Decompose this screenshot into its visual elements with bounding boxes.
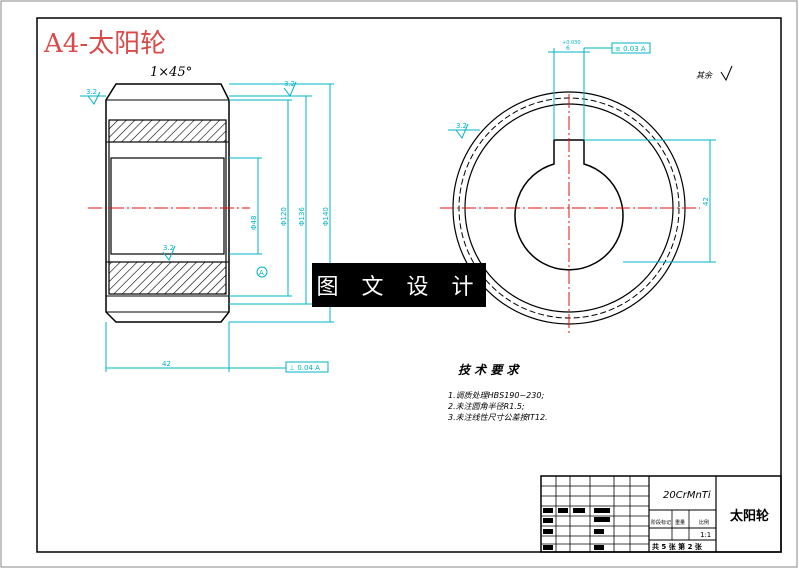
keyway-width-label: 6 xyxy=(566,45,570,52)
tech-req-item-3: 3.未注线性尺寸公差按IT12. xyxy=(448,413,548,422)
svg-text:3.2: 3.2 xyxy=(456,122,467,130)
surface-finish-note: 其余 xyxy=(696,65,733,82)
perpendicularity-frame: ⊥ 0.04 A xyxy=(229,361,329,373)
dim-tip: Φ140 xyxy=(322,207,330,226)
svg-text:⊥ 0.04 A: ⊥ 0.04 A xyxy=(289,364,320,372)
tech-req-item-1: 1.调质处理HBS190~230; xyxy=(448,391,544,400)
title-block xyxy=(540,475,782,553)
key-depth-dim xyxy=(584,139,716,263)
watermark-stamp: 图 文 设 计 xyxy=(312,263,486,307)
front-view xyxy=(440,91,700,336)
width-dim xyxy=(105,322,230,372)
symmetry-frame: ≡ 0.03 A xyxy=(615,45,646,53)
keyway-width-dim xyxy=(548,42,651,140)
material-label: 20CrMnTi xyxy=(663,490,711,501)
side-diameter-dims xyxy=(229,83,334,323)
keyway-tolerance: +0.030 xyxy=(562,40,581,46)
svg-text:3.2: 3.2 xyxy=(163,244,174,252)
title-block-label-marks xyxy=(543,508,610,550)
weight-header: 重量 xyxy=(675,519,685,526)
svg-text:其余: 其余 xyxy=(696,71,713,80)
drawing-frame xyxy=(36,17,782,553)
sheet-info: 共 5 张 第 2 张 xyxy=(652,542,703,551)
side-section-view xyxy=(88,83,250,323)
svg-text:3.2: 3.2 xyxy=(86,88,97,96)
key-depth-label: 42 xyxy=(702,197,710,206)
svg-text:A: A xyxy=(259,269,264,277)
tech-req-item-2: 2.未注圆角半径R1.5; xyxy=(448,402,525,411)
stage-mark-header: 阶段标记 xyxy=(651,519,671,526)
roughness-symbol-front: 3.2 xyxy=(448,122,480,139)
scale-value: 1:1 xyxy=(700,531,711,539)
datum-marker: A xyxy=(256,266,268,278)
roughness-symbol-bore: 3.2 xyxy=(162,244,176,261)
dim-root: Φ120 xyxy=(280,207,288,226)
roughness-symbol-side-left: 3.2 xyxy=(80,88,106,105)
part-name-label: 太阳轮 xyxy=(729,508,769,524)
dim-pitch: Φ136 xyxy=(298,207,306,226)
drawing-title: A4-太阳轮 xyxy=(43,29,166,59)
scale-header: 比例 xyxy=(699,519,709,526)
width-dim-label: 42 xyxy=(162,360,171,368)
dim-bore: Φ48 xyxy=(250,216,258,230)
tech-req-title: 技 术 要 求 xyxy=(458,363,521,377)
chamfer-note: 1×45° xyxy=(150,65,192,80)
roughness-symbol-side-top: 3.2 xyxy=(283,80,297,97)
